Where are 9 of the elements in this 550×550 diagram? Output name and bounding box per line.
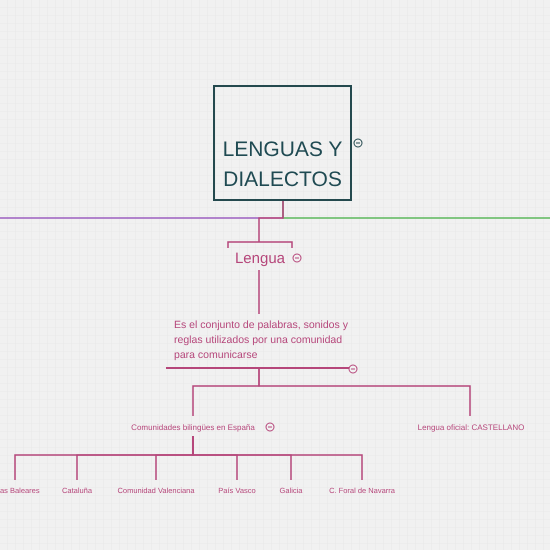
connector-line <box>258 270 260 314</box>
topic-label: Comunidades bilingües en España <box>120 420 266 436</box>
topic-label: Es el conjunto de palabras, sonidos y reglas utilizados por una comunidad para comunicarse <box>166 318 349 369</box>
connector-line <box>258 369 471 416</box>
connector-line <box>192 436 363 480</box>
topic-label: Lengua oficial: CASTELLANO <box>410 420 532 436</box>
connector-line <box>227 200 293 249</box>
title-box: LENGUAS Y DIALECTOS <box>213 85 352 201</box>
topic-label: Lengua <box>228 248 292 270</box>
